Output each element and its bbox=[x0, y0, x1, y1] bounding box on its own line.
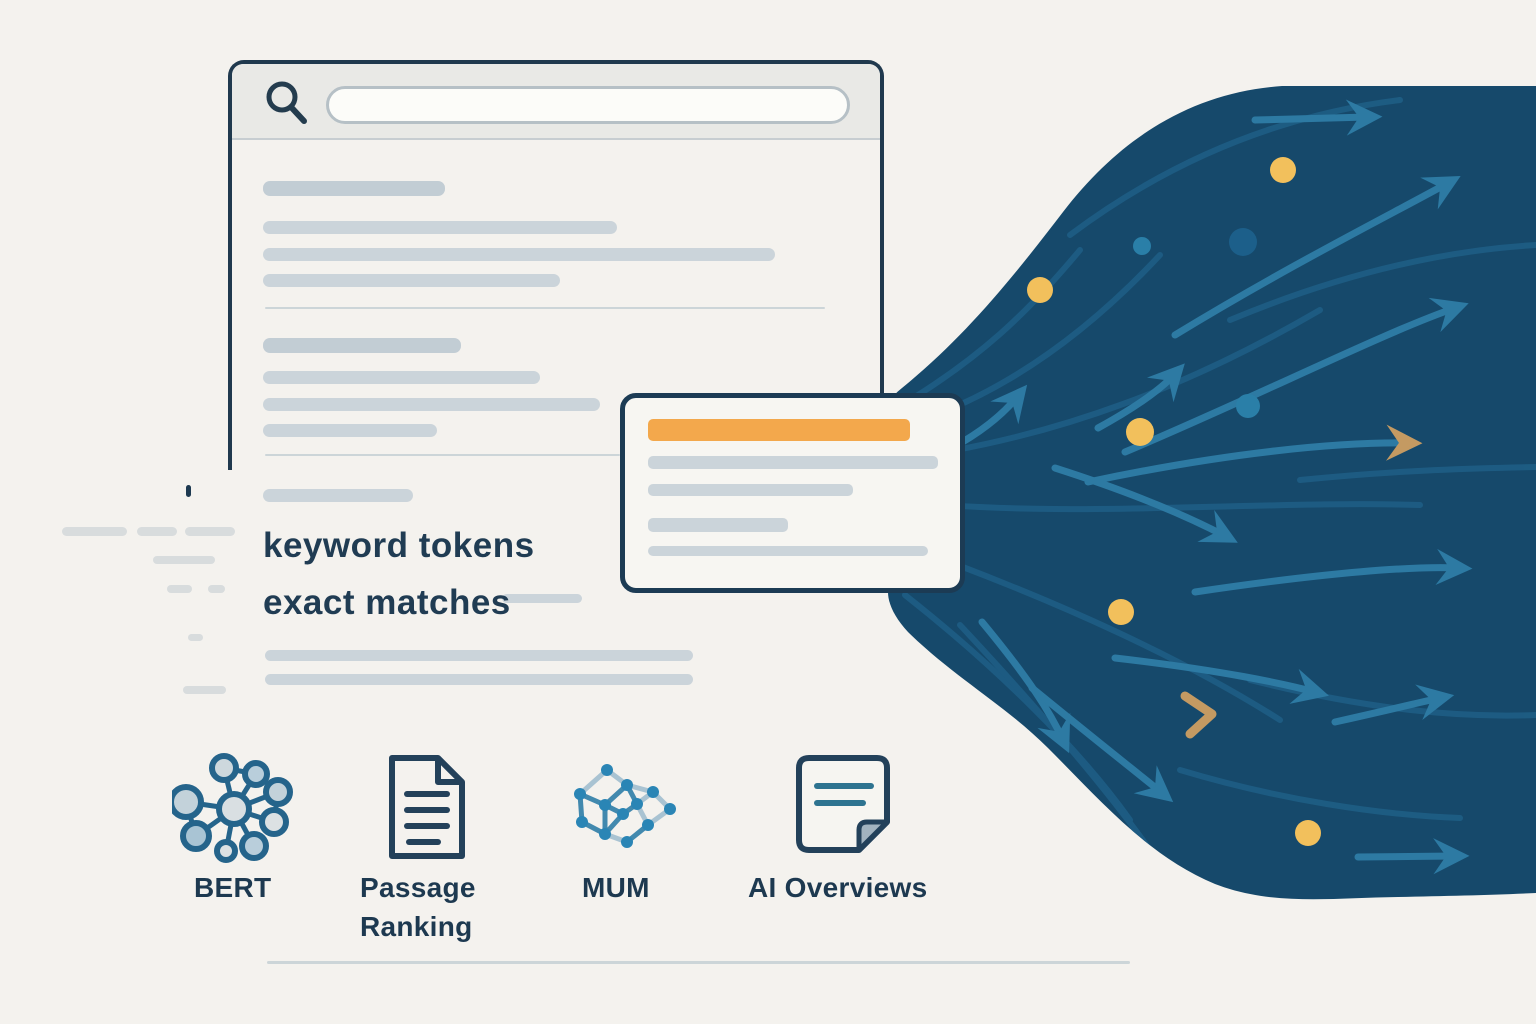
serp-line bbox=[263, 371, 540, 384]
motion-dash bbox=[183, 686, 226, 694]
serp-line bbox=[263, 221, 617, 234]
milestone-label-passage-ranking: Passage Ranking bbox=[360, 872, 476, 942]
motion-dash bbox=[208, 585, 225, 593]
mesh-network-icon bbox=[574, 764, 676, 848]
keyword-tokens-label: keyword tokens bbox=[263, 526, 535, 565]
dot-yellow bbox=[1295, 820, 1321, 846]
card-line bbox=[648, 484, 853, 496]
serp-title-bar bbox=[263, 338, 461, 353]
flow-arrows bbox=[948, 99, 1473, 875]
motion-dash bbox=[167, 585, 192, 593]
serp-line bbox=[263, 274, 560, 287]
browser-header bbox=[232, 64, 880, 140]
dot-dark-blue bbox=[1229, 228, 1257, 256]
bottom-divider bbox=[267, 961, 1130, 964]
serp-line bbox=[265, 650, 693, 661]
document-lines-icon bbox=[389, 755, 465, 859]
serp-line bbox=[265, 674, 693, 685]
tan-chevron bbox=[1180, 691, 1217, 739]
motion-dash bbox=[185, 527, 235, 536]
card-line bbox=[648, 546, 928, 556]
dot-yellow bbox=[1027, 277, 1053, 303]
neural-hub-icon bbox=[172, 753, 293, 863]
serp-title-bar bbox=[263, 181, 445, 196]
dot-teal bbox=[1236, 394, 1260, 418]
browser-window bbox=[228, 60, 884, 470]
card-line bbox=[648, 456, 938, 469]
ai-note-icon bbox=[796, 755, 890, 853]
snippet-card bbox=[620, 393, 965, 593]
dot-teal bbox=[1133, 237, 1151, 255]
dot-yellow bbox=[1108, 599, 1134, 625]
search-input[interactable] bbox=[326, 86, 850, 124]
serp-line bbox=[263, 398, 600, 411]
milestone-label-mum: MUM bbox=[582, 872, 650, 903]
milestone-label-ai-overviews: AI Overviews bbox=[748, 872, 928, 903]
motion-dash bbox=[186, 485, 191, 497]
serp-line bbox=[263, 248, 775, 261]
dot-yellow bbox=[1126, 418, 1154, 446]
flow-dots bbox=[1027, 157, 1321, 846]
motion-dash bbox=[137, 527, 177, 536]
milestone-label-bert: BERT bbox=[194, 872, 272, 903]
motion-dash bbox=[62, 527, 127, 536]
serp-divider bbox=[265, 307, 825, 309]
motion-dash bbox=[188, 634, 203, 641]
exact-matches-label: exact matches bbox=[263, 583, 511, 622]
dot-yellow bbox=[1270, 157, 1296, 183]
serp-line bbox=[263, 489, 413, 502]
serp-line bbox=[263, 424, 437, 437]
card-line bbox=[648, 518, 788, 532]
motion-dash bbox=[153, 556, 215, 564]
search-icon bbox=[266, 81, 307, 124]
highlight-bar bbox=[648, 419, 910, 441]
serp-divider bbox=[265, 454, 620, 456]
serp-line bbox=[502, 594, 582, 603]
